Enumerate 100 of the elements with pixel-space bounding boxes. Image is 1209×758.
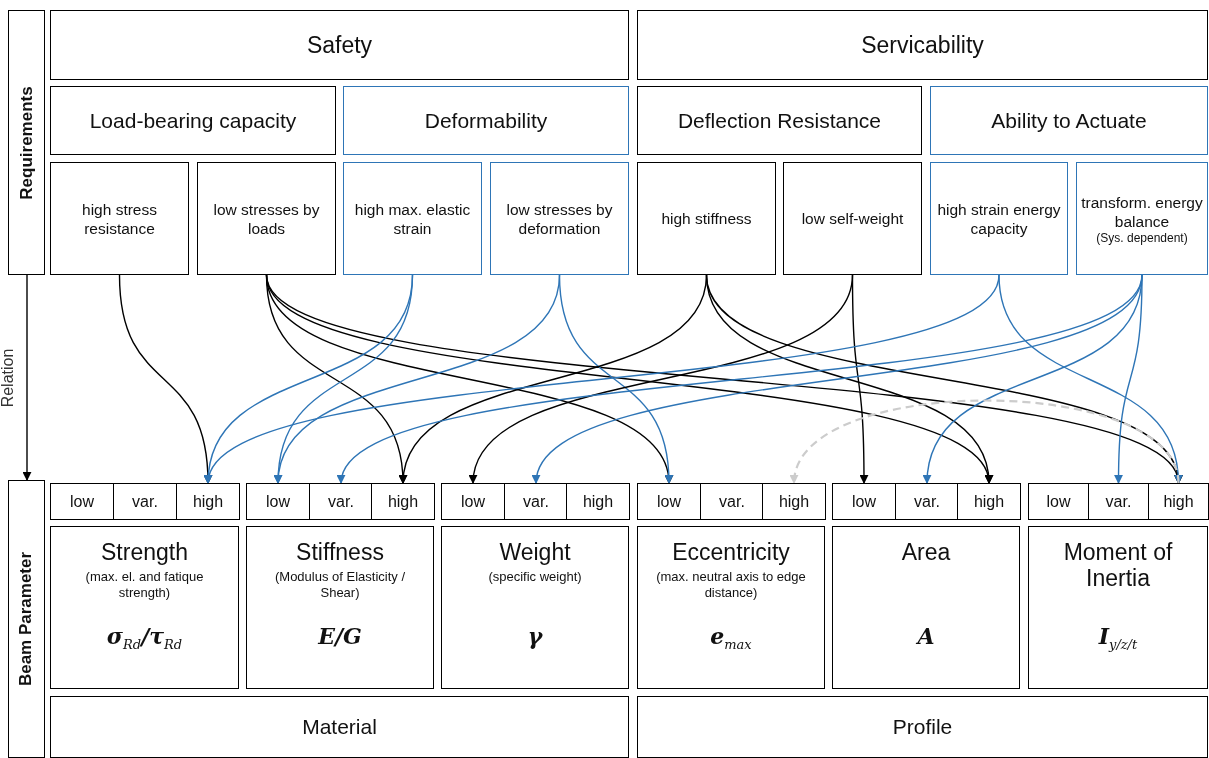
level-cell	[700, 483, 764, 520]
requirement-text: high strain energy capacity	[936, 199, 1062, 238]
requirement-text: high stiffness	[660, 209, 753, 228]
level-cell	[832, 483, 896, 520]
parameter-title: Weight	[498, 539, 572, 565]
requirement-group-box	[50, 86, 336, 155]
category-title: Material	[302, 715, 377, 739]
arrow	[792, 399, 1180, 484]
arrow	[851, 274, 869, 484]
level-cell	[176, 483, 240, 520]
level-cell	[1028, 483, 1089, 520]
level-cell	[1088, 483, 1149, 520]
level-cell	[371, 483, 435, 520]
requirement-box	[783, 162, 922, 275]
parameter-box	[637, 526, 825, 689]
formula-symbol: A	[915, 623, 936, 649]
arrow	[22, 274, 32, 481]
parameter-title: Moment of Inertia	[1062, 539, 1174, 591]
requirement-box	[197, 162, 336, 275]
requirement-box	[490, 162, 629, 275]
group-title: Load-bearing capacity	[89, 108, 297, 133]
level-label: high	[973, 492, 1005, 511]
category-box	[50, 10, 629, 80]
requirement-box	[637, 162, 776, 275]
level-label: low	[70, 492, 94, 511]
parameter-description: (max. neutral axis to edge distance)	[655, 569, 807, 601]
level-cell	[50, 483, 114, 520]
parameter-box	[1028, 526, 1208, 689]
parameter-box	[441, 526, 629, 689]
requirement-note: (Sys. dependent)	[1096, 230, 1188, 245]
level-cell	[113, 483, 177, 520]
edge-label: Relation	[0, 348, 17, 407]
level-label: low	[852, 492, 876, 511]
level-label: low	[266, 492, 290, 511]
level-label: low	[1046, 492, 1071, 511]
parameter-description: (specific weight)	[487, 569, 583, 585]
requirement-group-box	[930, 86, 1208, 155]
group-title: Deformability	[424, 108, 548, 133]
parameter-title: Eccentricity	[671, 539, 791, 565]
category-box	[637, 696, 1208, 758]
formula-symbol: I$_{y/z/t}$	[1097, 623, 1139, 653]
level-label: high	[778, 492, 810, 511]
arrow	[998, 274, 1182, 484]
category-box	[637, 10, 1208, 80]
level-cell	[762, 483, 826, 520]
arrow	[558, 274, 673, 484]
category-box	[50, 696, 629, 758]
level-label: var.	[523, 492, 549, 511]
requirement-box	[930, 162, 1068, 275]
requirement-box	[1076, 162, 1208, 275]
formula-symbol: E/G	[316, 623, 363, 649]
formula-symbol: γ	[526, 623, 544, 649]
requirement-text: low stresses by deformation	[505, 199, 614, 238]
category-title: Servicability	[861, 31, 984, 59]
level-cell	[566, 483, 630, 520]
level-label: low	[461, 492, 485, 511]
arrow	[1114, 274, 1143, 484]
parameter-box	[50, 526, 239, 689]
level-label: high	[1163, 492, 1194, 511]
level-label: high	[582, 492, 614, 511]
level-cell	[957, 483, 1021, 520]
parameter-description: (Modulus of Elasticity / Shear)	[273, 569, 406, 601]
requirement-text: transform. energy balance	[1080, 192, 1204, 231]
requirement-box	[343, 162, 482, 275]
level-label: var.	[719, 492, 745, 511]
requirement-text: low self-weight	[800, 209, 905, 228]
level-label: low	[657, 492, 681, 511]
requirement-box	[50, 162, 189, 275]
section-label-box	[8, 10, 45, 275]
level-cell	[637, 483, 701, 520]
level-label: high	[192, 492, 224, 511]
level-label: var.	[1105, 492, 1132, 511]
group-title: Ability to Actuate	[991, 108, 1147, 133]
section-heading: Requirements	[16, 85, 37, 200]
requirement-group-box	[343, 86, 629, 155]
parameter-title: Stiffness	[295, 539, 385, 565]
level-label: var.	[914, 492, 940, 511]
requirement-group-box	[637, 86, 922, 155]
level-cell	[441, 483, 505, 520]
parameter-box	[832, 526, 1020, 689]
group-title: Deflection Resistance	[677, 108, 882, 133]
level-label: var.	[328, 492, 354, 511]
requirement-text: low stresses by loads	[212, 199, 321, 238]
section-heading: Beam Parameter	[16, 551, 37, 687]
level-cell	[504, 483, 568, 520]
parameter-description: (max. el. and fatique strength)	[84, 569, 205, 601]
requirement-text: high max. elastic strain	[353, 199, 472, 238]
formula-symbol: e$_{max}$	[709, 623, 753, 653]
requirement-text: high stress resistance	[81, 199, 158, 238]
level-label: var.	[132, 492, 158, 511]
level-cell	[309, 483, 373, 520]
level-cell	[246, 483, 310, 520]
section-label-box	[8, 480, 45, 758]
level-cell	[895, 483, 959, 520]
level-cell	[1148, 483, 1209, 520]
parameter-box	[246, 526, 434, 689]
formula-symbol: σ$_{Rd}$/τ$_{Rd}$	[105, 623, 184, 653]
category-title: Profile	[892, 715, 953, 739]
level-label: high	[387, 492, 419, 511]
category-title: Safety	[306, 31, 373, 59]
